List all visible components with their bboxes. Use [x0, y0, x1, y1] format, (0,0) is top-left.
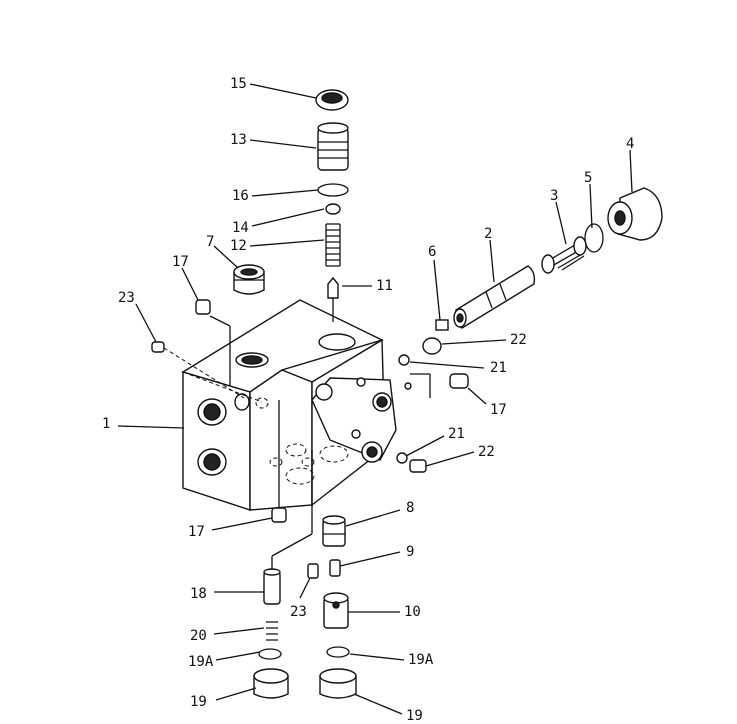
callout-12: 12 [230, 238, 247, 254]
callout-19-left: 19 [190, 694, 207, 710]
callout-23-bottom: 23 [290, 604, 307, 620]
callout-4: 4 [626, 136, 634, 152]
callout-23-left: 23 [118, 290, 135, 306]
callout-6: 6 [428, 244, 436, 260]
callout-10: 10 [404, 604, 421, 620]
part-19-plug-right [319, 668, 357, 699]
callout-14: 14 [232, 220, 249, 236]
callout-20: 20 [190, 628, 207, 644]
part-19A-o-ring-left [258, 648, 282, 660]
callout-8: 8 [406, 500, 414, 516]
callout-21-lower: 21 [448, 426, 465, 442]
callout-labels: 15 13 16 14 12 11 7 17 23 1 6 2 3 5 4 22… [102, 76, 634, 724]
callout-7: 7 [206, 234, 214, 250]
callout-13: 13 [230, 132, 247, 148]
part-8-sleeve [322, 515, 346, 547]
part-10-piston [323, 592, 349, 629]
callout-22-upper: 22 [510, 332, 527, 348]
part-18-piston [263, 450, 313, 605]
part-3-spring [541, 236, 587, 274]
callout-17-left: 17 [172, 254, 189, 270]
callout-11: 11 [376, 278, 393, 294]
callout-5: 5 [584, 170, 592, 186]
callout-3: 3 [550, 188, 558, 204]
callout-9: 9 [406, 544, 414, 560]
leader-lines [117, 83, 633, 715]
callout-19A-left: 19A [188, 654, 214, 670]
part-2-spool [453, 265, 536, 329]
callout-19-right: 19 [406, 708, 423, 724]
part-4-end-cap [607, 187, 663, 241]
part-14-ball [325, 203, 341, 215]
part-20-spring [266, 621, 278, 641]
part-22-plug-lower [409, 459, 427, 473]
part-23-plug-left [151, 341, 245, 399]
part-19-plug-left [253, 668, 289, 699]
part-22-plug-upper [422, 337, 442, 355]
part-21-plug-upper [398, 354, 410, 366]
part-19A-o-ring-right [326, 646, 350, 658]
callout-2: 2 [484, 226, 492, 242]
callout-19A-right: 19A [408, 652, 434, 668]
part-16-o-ring [317, 183, 349, 197]
part-5-o-ring [584, 223, 604, 253]
part-15-cap [315, 89, 349, 111]
callout-22-lower: 22 [478, 444, 495, 460]
callout-21-upper: 21 [490, 360, 507, 376]
part-9-pin [329, 559, 341, 577]
callout-16: 16 [232, 188, 249, 204]
valve-body [181, 299, 412, 511]
part-17-plug-bottom [271, 400, 287, 523]
part-17-plug-right [410, 373, 469, 398]
part-23-plug-bottom [307, 563, 319, 579]
callout-18: 18 [190, 586, 207, 602]
part-17-plug-left [195, 299, 231, 386]
callout-1: 1 [102, 416, 110, 432]
part-7-plug [233, 264, 265, 295]
part-13-plug [317, 122, 349, 171]
part-6-screw [435, 319, 449, 331]
callout-15: 15 [230, 76, 247, 92]
part-21-plug-lower [396, 452, 408, 464]
callout-17-bottom: 17 [188, 524, 205, 540]
part-12-spring [325, 223, 341, 267]
callout-17-right: 17 [490, 402, 507, 418]
part-11-poppet [327, 276, 339, 322]
